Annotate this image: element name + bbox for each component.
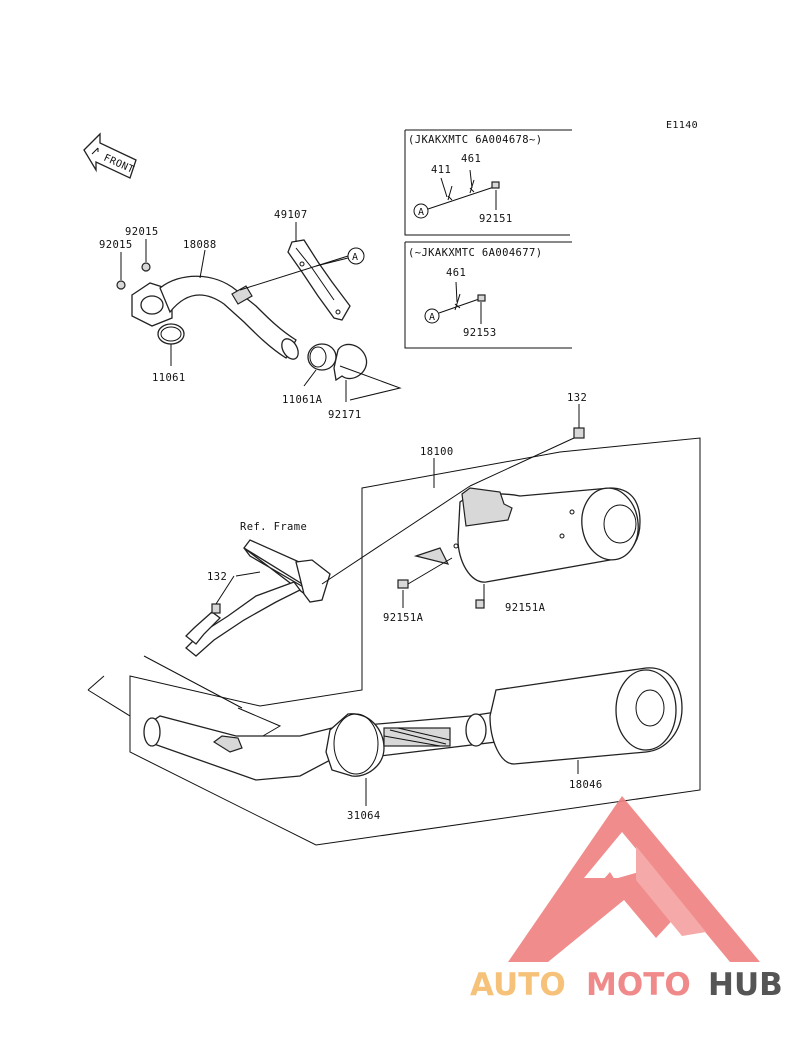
variant-1-part-411: 411: [431, 164, 451, 176]
variant-2-ref: A: [429, 312, 435, 323]
callout-92015-top: 92015: [125, 226, 159, 238]
header-pipe-assembly: A: [116, 239, 368, 382]
callout-92171: 92171: [328, 409, 362, 421]
callout-18088: 18088: [183, 239, 217, 251]
watermark-auto: AUTO: [470, 967, 566, 1003]
muffler-upper: [453, 487, 641, 583]
variant-1-part-461: 461: [461, 153, 481, 165]
callout-92151a-left: 92151A: [383, 612, 424, 624]
exhaust-pipe-lower: [143, 667, 683, 781]
callout-49107: 49107: [274, 209, 308, 221]
callout-31064: 31064: [347, 810, 381, 822]
variant-2-part-461: 461: [446, 267, 466, 279]
callout-92015-left: 92015: [99, 239, 133, 251]
callout-132-top: 132: [567, 392, 587, 404]
callout-11061a: 11061A: [282, 394, 323, 406]
watermark-moto: MOTO: [586, 967, 691, 1003]
frame-bracket: [185, 539, 331, 657]
callout-ref-a: A: [352, 252, 358, 263]
variant-box-2: (~JKAKXMTC 6A004677) A 461 92153: [404, 241, 572, 349]
front-arrow-icon: FRONT: [83, 132, 137, 179]
ref-a-circle-icon: [413, 203, 429, 219]
diagram-code: E1140: [666, 120, 698, 131]
automotohub-logo-icon: [508, 796, 760, 962]
callout-18100: 18100: [420, 446, 454, 458]
ref-frame-label: Ref. Frame: [240, 521, 307, 533]
callout-132-mid: 132: [207, 571, 227, 583]
watermark-hub: HUB: [708, 967, 783, 1003]
variant-1-ref: A: [418, 207, 424, 218]
muffler-assembly-outline: [129, 437, 701, 846]
callout-92151a-right: 92151A: [505, 602, 546, 614]
variant-2-header: (~JKAKXMTC 6A004677): [408, 247, 542, 259]
callout-11061: 11061: [152, 372, 186, 384]
variant-box-1: (JKAKXMTC 6A004678~) A 411 461 92151: [404, 129, 572, 236]
bolt-132-icon: [573, 427, 585, 439]
variant-1-header: (JKAKXMTC 6A004678~): [408, 134, 542, 146]
variant-2-part-92153: 92153: [463, 327, 497, 339]
automotohub-wordmark: AUTO MOTO HUB: [470, 967, 783, 1003]
ref-a-circle-icon-2: [424, 308, 440, 324]
callout-18046: 18046: [569, 779, 603, 791]
variant-1-part-92151: 92151: [479, 213, 513, 225]
